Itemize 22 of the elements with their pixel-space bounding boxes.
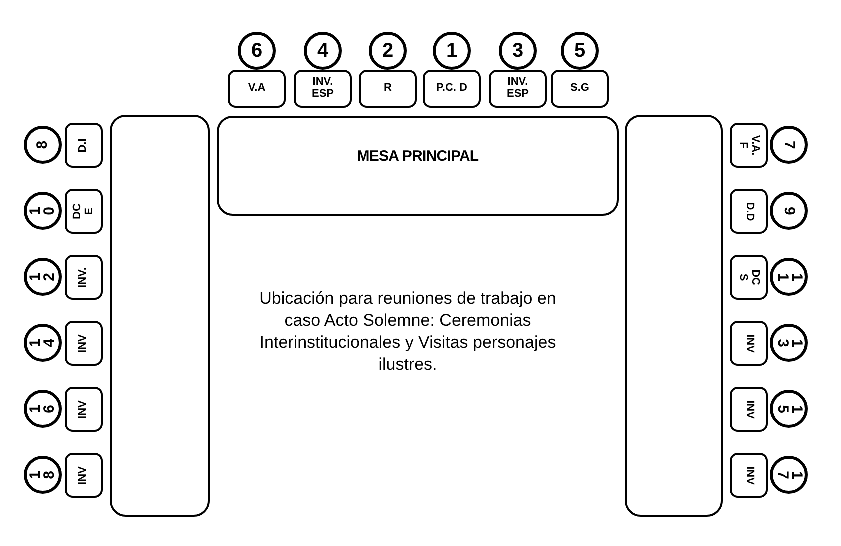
seat-card: INV (65, 387, 103, 432)
seat-card: INV (730, 453, 768, 498)
seat-card: DC E (65, 189, 103, 234)
note-text: Ubicación para reuniones de trabajo en caso Acto Solemne: Ceremonias Interinstitucionales y Visitas personajes ilustres. (258, 288, 558, 376)
main-table: MESA PRINCIPAL (217, 116, 619, 216)
seat-card: INV (730, 321, 768, 366)
side-table (625, 115, 723, 517)
seat-card: INV (730, 387, 768, 432)
seat-card: V.A (228, 70, 286, 108)
seat-card: D.I (65, 123, 103, 168)
seat-card: INV. ESP (294, 70, 352, 108)
seat-card: V.A. F (730, 123, 768, 168)
seat-card: INV (65, 453, 103, 498)
seat-card: INV. ESP (489, 70, 547, 108)
seat-card: INV (65, 321, 103, 366)
side-table (110, 115, 210, 517)
seat-card: R (359, 70, 417, 108)
seat-card: INV. (65, 255, 103, 300)
seat-card: P.C. D (423, 70, 481, 108)
seat-card: S.G (551, 70, 609, 108)
seat-card: D.D (730, 189, 768, 234)
seat-card: DC S (730, 255, 768, 300)
